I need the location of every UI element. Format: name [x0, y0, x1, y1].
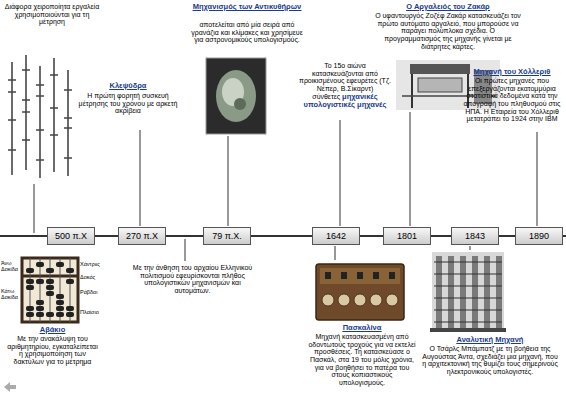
timeline-segment: [251, 235, 312, 237]
text-block: Κάτω Δοκίδα: [1, 289, 22, 301]
note-text: Με την άνθηση του αρχαίου Ελληνικού πολι…: [133, 264, 252, 294]
text-block: Ο υφαντουργός Ζοζέφ Ζακάρ κατασκευάζει τ…: [372, 12, 524, 50]
timeline-segment: [166, 235, 203, 237]
year-label: 1642: [326, 231, 346, 241]
year-label: 79 π.Χ.: [212, 231, 242, 241]
part-label: Άνω Δοκίδα: [1, 260, 18, 272]
note-text: Διάφορα χειροποίητα εργαλεία χρησιμοποιο…: [5, 3, 99, 25]
text-block: αποτελείται από μία σειρά από γρανάζια κ…: [188, 21, 306, 44]
text-block: Ο Αργαλειός του Ζακάρ: [372, 3, 524, 11]
item-text: Με την ανακάλυψη του αριθμητηρίου, εγκατ…: [7, 335, 97, 365]
item-text: Η πρώτη φορητή συσκευή μέτρησης του χρόν…: [79, 92, 178, 114]
part-label: Χάντρες: [80, 261, 100, 267]
text-block: Με την άνθηση του αρχαίου Ελληνικού πολι…: [130, 264, 255, 295]
timeline-segment: [431, 235, 451, 237]
text-block: Χάντρες: [80, 262, 120, 268]
timeline-axis: [563, 235, 566, 237]
item-title: Ο Αργαλειός του Ζακάρ: [406, 2, 489, 11]
text-block: Πλαίσιο: [80, 310, 120, 316]
text-block: Ο Τσάρλς Μπάμπατζ με τη βοήθεια της Αυγο…: [420, 345, 560, 376]
year-box: 1843: [451, 227, 499, 245]
timeline-segment: [499, 235, 515, 237]
item-title: Κλεψύδρα: [110, 81, 147, 90]
year-box: 1890: [515, 227, 563, 245]
year-label: 1801: [397, 231, 417, 241]
year-box: 1642: [312, 227, 360, 245]
text-block: Αβάκιο: [5, 326, 100, 334]
timeline-axis: [0, 235, 47, 237]
abacus: [22, 258, 78, 322]
text-block: Μηχανή του Χόλλεριθ: [462, 68, 562, 76]
item-text: αποτελείται από μία σειρά από γρανάζια κ…: [191, 21, 303, 43]
text-block: Οι πρώτες μηχανές που επεξεργάζονται εκα…: [462, 77, 562, 123]
antikythera-photo: [206, 58, 266, 134]
pascaline: [316, 264, 404, 320]
text-block: Με την ανακάλυψη του αριθμητηρίου, εγκατ…: [5, 335, 100, 366]
year-label: 270 π.Χ: [126, 231, 158, 241]
text-block: Δοκός: [80, 275, 120, 281]
part-label: Πλαίσιο: [80, 309, 99, 315]
year-box: 500 π.Χ: [47, 227, 95, 245]
tally-sticks: [12, 55, 68, 178]
text-block: Κλεψύδρα: [78, 82, 178, 90]
year-label: 1843: [465, 231, 485, 241]
item-text: Ο υφαντουργός Ζοζέφ Ζακάρ κατασκευάζει τ…: [375, 12, 521, 50]
tally-notches: [8, 70, 72, 160]
text-block: Αναλυτική Μηχανή: [420, 336, 560, 344]
item-text: Μηχανή κατασκευασμένη από οδοντωτούς τρο…: [308, 333, 415, 386]
year-box: 79 π.Χ.: [203, 227, 251, 245]
part-label: Κάτω Δοκίδα: [1, 288, 18, 300]
text-block: Μηχανισμός των Αντικυθήρων: [188, 3, 306, 11]
item-title: Μηχανή του Χόλλεριθ: [474, 67, 551, 76]
text-block: Μηχανή κατασκευασμένη από οδοντωτούς τρο…: [308, 333, 416, 387]
item-title: Αναλυτική Μηχανή: [457, 335, 524, 344]
year-label: 500 π.Χ: [55, 231, 87, 241]
leader-lines: [34, 112, 537, 261]
item-title: Μηχανισμός των Αντικυθήρων: [193, 2, 302, 11]
item-text: Ο Τσάρλς Μπάμπατζ με τη βοήθεια της Αυγο…: [422, 345, 558, 375]
year-label: 1890: [529, 231, 549, 241]
timeline-segment: [95, 235, 118, 237]
text-block: Η πρώτη φορητή συσκευή μέτρησης του χρόν…: [78, 92, 178, 115]
part-label: Ράβδοι: [80, 289, 97, 295]
nav-icon: [4, 382, 16, 392]
item-text: Οι πρώτες μηχανές που επεξεργάζονται εκα…: [464, 77, 561, 122]
analytical-engine: [430, 252, 506, 332]
text-block: Ράβδοι: [80, 290, 120, 296]
text-block: Άνω Δοκίδα: [1, 261, 22, 273]
year-box: 270 π.Χ: [118, 227, 166, 245]
year-box: 1801: [383, 227, 431, 245]
item-title: Αβάκιο: [40, 325, 65, 334]
item-title: Πασκαλίνα: [343, 323, 382, 332]
timeline-segment: [360, 235, 383, 237]
text-block: Διάφορα χειροποίητα εργαλεία χρησιμοποιο…: [2, 3, 102, 26]
text-block: Το 15ο αιώνα κατασκευάζονται από προικισ…: [298, 62, 392, 109]
text-block: Πασκαλίνα: [308, 324, 416, 332]
part-label: Δοκός: [80, 274, 95, 280]
